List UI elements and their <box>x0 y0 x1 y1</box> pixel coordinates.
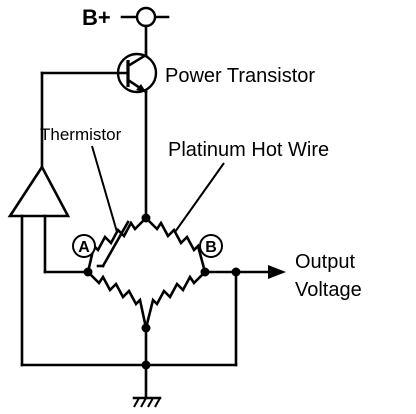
power-transistor-label: Power Transistor <box>165 65 315 87</box>
output-label-line1: Output <box>295 251 355 273</box>
platinum-hot-wire-label: Platinum Hot Wire <box>168 139 329 161</box>
thermistor-label: Thermistor <box>40 125 122 144</box>
node-b-label: B <box>205 239 217 256</box>
power-transistor-symbol <box>40 50 158 220</box>
node-a-dot <box>83 267 93 277</box>
node-b-marker: B <box>199 234 223 258</box>
amplifier-symbol <box>7 71 90 367</box>
ground-icon <box>132 396 162 408</box>
supply-label: B+ <box>82 5 111 30</box>
node-a-label: A <box>78 239 90 256</box>
output-label-line2: Voltage <box>295 279 362 301</box>
bridge-top-node <box>141 213 151 223</box>
thermistor-leader <box>91 145 118 233</box>
supply-terminal: B+ <box>82 5 170 54</box>
platinum-hot-wire-leader <box>174 162 225 233</box>
bridge <box>83 213 210 333</box>
output-line <box>203 265 286 367</box>
node-a-marker: A <box>72 234 96 258</box>
ground-bus <box>20 326 238 400</box>
